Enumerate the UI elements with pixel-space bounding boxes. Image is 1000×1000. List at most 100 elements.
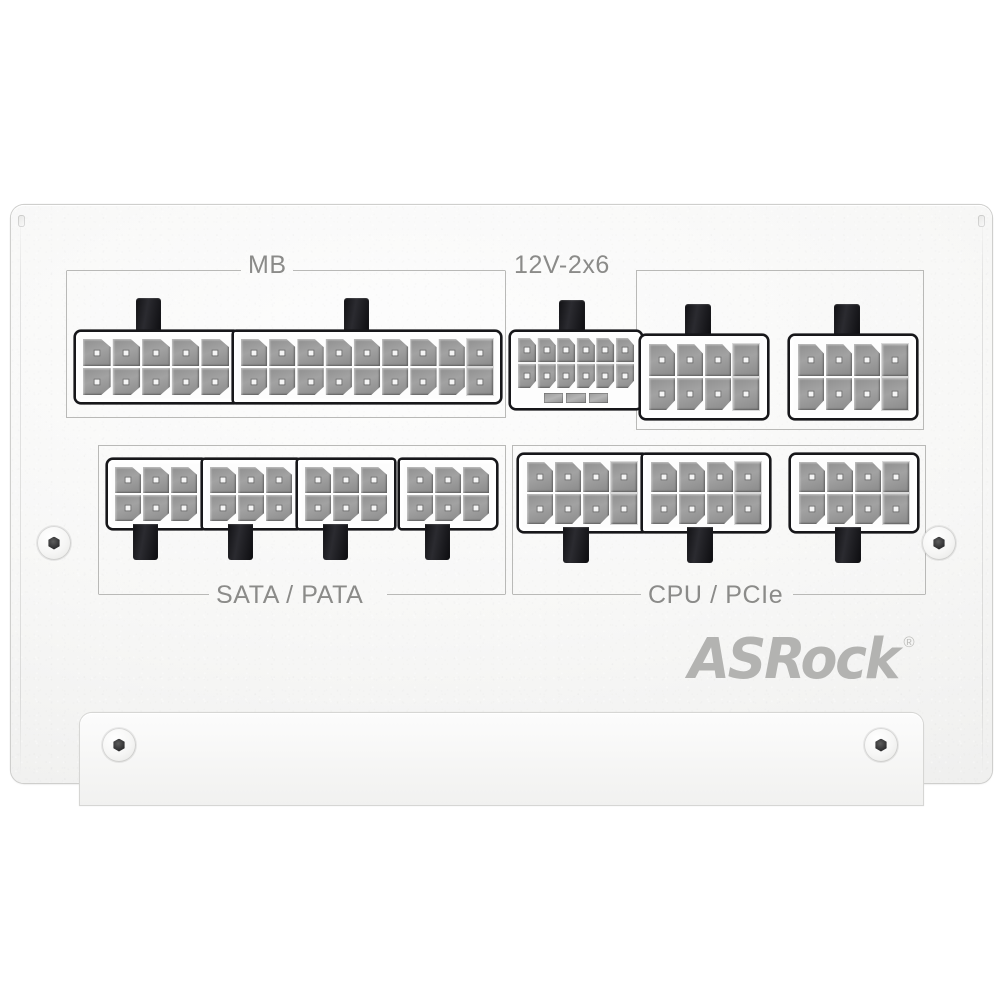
pin <box>266 467 292 493</box>
pin <box>883 494 909 524</box>
pin-field <box>527 462 637 524</box>
pin <box>382 339 409 366</box>
latch-tab-icon <box>133 524 158 560</box>
latch-tab-icon <box>228 524 253 560</box>
pin <box>799 462 825 492</box>
pin <box>201 368 229 395</box>
pin <box>171 495 197 521</box>
pin <box>518 363 537 388</box>
latch-tab-icon <box>835 527 861 563</box>
pin <box>143 467 169 493</box>
pin <box>555 462 581 492</box>
connector-12v-8pin-b[interactable] <box>790 304 916 418</box>
pin <box>143 495 169 521</box>
pin <box>333 467 359 493</box>
registered-trademark-icon: ® <box>903 634 915 651</box>
pin <box>171 339 200 366</box>
corner-notch-top-right <box>978 215 985 227</box>
pin <box>435 467 461 493</box>
pin-field <box>407 467 489 521</box>
group-label-mb: MB <box>248 251 287 279</box>
pin <box>527 462 553 492</box>
group-outline-mb <box>66 269 506 418</box>
pin <box>527 494 553 524</box>
group-border-segment-right <box>387 594 505 596</box>
pin <box>596 338 615 363</box>
pin <box>649 344 675 376</box>
pin <box>707 462 733 492</box>
chassis-seam-left <box>20 211 21 777</box>
connector-sata-pata-3[interactable] <box>298 460 394 560</box>
pin <box>353 339 381 366</box>
pin <box>799 494 825 524</box>
pin <box>466 368 493 395</box>
pin <box>438 368 465 395</box>
pin <box>611 462 637 492</box>
pin <box>583 462 609 492</box>
pin <box>583 494 609 524</box>
pin <box>305 467 331 493</box>
pin <box>463 495 489 521</box>
pin <box>201 339 229 366</box>
hex-socket-icon <box>875 738 887 752</box>
pin <box>826 344 852 376</box>
pin <box>733 344 759 376</box>
group-border-segment-right <box>293 269 505 271</box>
pin <box>854 344 880 376</box>
connector-cpu-pcie-2[interactable] <box>643 455 769 563</box>
pin <box>171 467 197 493</box>
pin <box>297 339 324 366</box>
pin <box>883 462 909 492</box>
hex-socket-icon <box>113 738 125 752</box>
pin <box>679 462 705 492</box>
pin <box>826 378 852 410</box>
connector-12v-2x6[interactable] <box>511 300 641 408</box>
group-label-cpu-pcie: CPU / PCIe <box>648 581 784 609</box>
pin <box>615 363 634 388</box>
pin <box>112 339 141 366</box>
pin-field <box>305 467 387 521</box>
connector-cpu-pcie-1[interactable] <box>519 455 645 563</box>
pin <box>705 344 731 376</box>
group-border-segment-left <box>513 594 641 596</box>
pin-field <box>210 467 292 521</box>
brand-wordmark: ASRock <box>688 627 900 692</box>
pin <box>241 339 268 366</box>
screw-bracket-right <box>864 728 898 762</box>
connector-mb-24pin-right[interactable] <box>234 298 500 402</box>
pin <box>882 378 908 410</box>
connector-cpu-pcie-3[interactable] <box>791 455 917 563</box>
group-border-segment-right <box>793 594 925 596</box>
pin <box>438 339 465 366</box>
pin <box>142 339 170 366</box>
screw-right-middle <box>922 526 956 560</box>
pin <box>238 467 264 493</box>
connector-mb-24pin-left[interactable] <box>76 298 236 402</box>
pin <box>241 368 268 395</box>
pin <box>557 363 576 388</box>
latch-tab-icon <box>685 304 711 340</box>
pin <box>677 344 703 376</box>
pin <box>854 378 880 410</box>
sideband-pin <box>544 393 564 403</box>
corner-notch-top-left <box>18 215 25 227</box>
pin <box>325 339 352 366</box>
pin-field <box>83 339 229 395</box>
pin <box>410 368 437 395</box>
pin <box>361 467 387 493</box>
pin <box>651 462 677 492</box>
connector-sata-pata-1[interactable] <box>108 460 204 560</box>
pin <box>269 368 296 395</box>
pin <box>649 378 675 410</box>
pin <box>615 338 634 363</box>
pin <box>611 494 637 524</box>
pin <box>297 368 324 395</box>
pin <box>855 494 881 524</box>
connector-sata-pata-2[interactable] <box>203 460 299 560</box>
connector-sata-pata-4[interactable] <box>400 460 496 560</box>
pin <box>855 462 881 492</box>
connector-12v-8pin-a[interactable] <box>641 304 767 418</box>
sideband-pin <box>566 393 586 403</box>
group-outline-sata-pata <box>98 445 506 596</box>
pin <box>735 462 761 492</box>
